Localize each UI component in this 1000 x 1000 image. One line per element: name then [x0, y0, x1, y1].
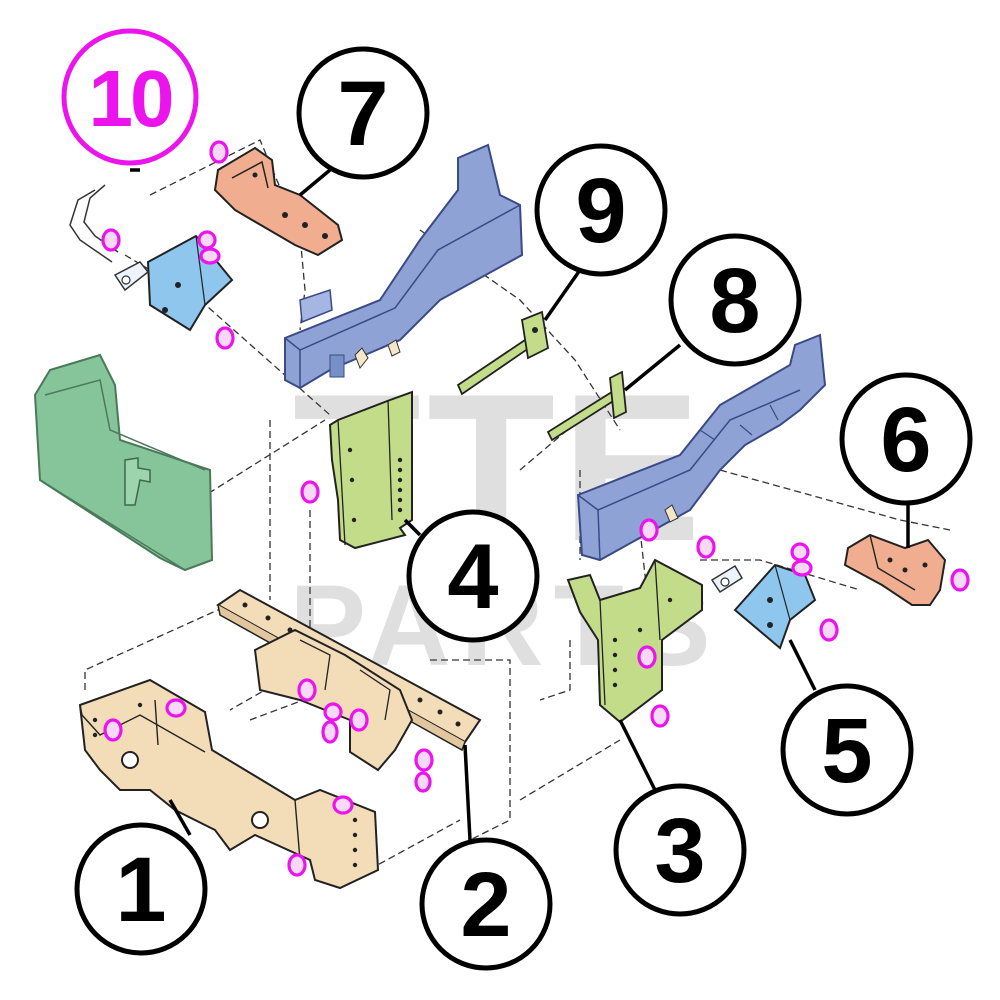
- callout-leaders: [130, 168, 910, 841]
- fastener-marker: [414, 748, 434, 772]
- callouts: 1 2 3 4 5 6 7 8: [61, 28, 973, 971]
- left-frame-rail: [284, 143, 524, 390]
- fastener-marker: [950, 568, 970, 592]
- front-bumper: [33, 353, 214, 572]
- fastener-marker: [103, 718, 123, 742]
- svg-text:8: 8: [709, 250, 760, 352]
- fastener-marker: [819, 618, 839, 642]
- fastener-marker: [639, 518, 659, 542]
- fastener-marker: [209, 140, 229, 164]
- fastener-marker: [637, 645, 657, 669]
- part-4-green-bracket: [328, 390, 413, 550]
- fastener-marker: [287, 853, 307, 877]
- svg-text:10: 10: [89, 54, 172, 143]
- part-1-tow-crossmember: [78, 678, 380, 890]
- fastener-marker: [349, 708, 369, 732]
- part-9-strap: [456, 310, 549, 396]
- callout-4: 4: [406, 509, 540, 643]
- part-7-orange-bracket: [213, 146, 344, 257]
- svg-text:5: 5: [821, 700, 872, 802]
- svg-text:7: 7: [337, 63, 388, 165]
- callout-6: 6: [839, 372, 973, 506]
- svg-text:2: 2: [460, 854, 511, 956]
- callout-7: 7: [296, 46, 430, 180]
- fastener-marker: [650, 704, 670, 728]
- fastener-marker: [215, 326, 235, 350]
- fastener-marker: [321, 720, 339, 744]
- callout-1: 1: [74, 822, 208, 956]
- callout-9: 9: [534, 143, 668, 277]
- fastener-marker: [791, 559, 813, 577]
- fastener-marker: [197, 230, 217, 250]
- callout-10: 10: [61, 28, 199, 166]
- callout-2: 2: [419, 837, 553, 971]
- part-2-crossmember: [216, 588, 482, 772]
- fastener-marker: [300, 480, 320, 504]
- right-frame-rail: [576, 333, 827, 562]
- svg-text:9: 9: [575, 160, 626, 262]
- callout-8: 8: [668, 233, 802, 367]
- part-6-orange-bracket: [843, 533, 947, 606]
- svg-text:3: 3: [654, 800, 705, 902]
- fastener-marker: [199, 247, 221, 265]
- svg-text:1: 1: [115, 839, 166, 941]
- part-3-green-bracket: [566, 558, 703, 724]
- fastener-marker: [101, 228, 121, 252]
- callout-5: 5: [780, 683, 914, 817]
- svg-text:4: 4: [447, 526, 498, 628]
- fastener-marker: [323, 702, 343, 722]
- highlighted-fasteners: [101, 140, 970, 877]
- fastener-marker: [696, 535, 716, 559]
- svg-text:6: 6: [880, 389, 931, 491]
- callout-3: 3: [613, 783, 747, 917]
- fastener-marker: [414, 771, 432, 793]
- fastener-marker: [297, 678, 317, 702]
- fastener-marker: [332, 795, 354, 815]
- fastener-marker: [790, 542, 810, 562]
- part-8-strap: [546, 370, 627, 442]
- fastener-marker: [165, 698, 187, 718]
- part-5-blue-bracket: [710, 563, 817, 650]
